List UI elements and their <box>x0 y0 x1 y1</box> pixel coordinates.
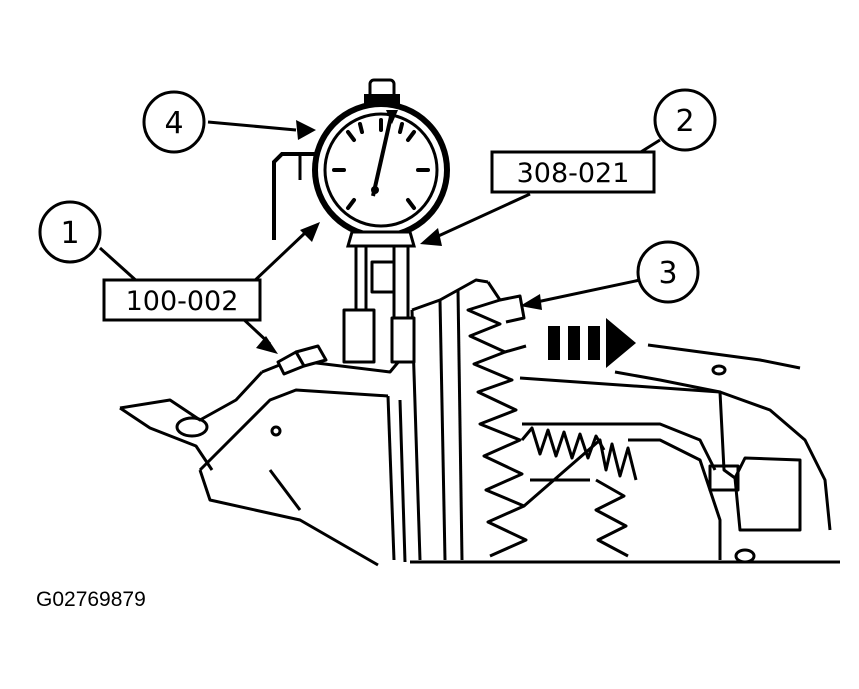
direction-arrow-icon <box>548 318 636 368</box>
svg-text:308-021: 308-021 <box>517 158 630 189</box>
ring-gear-icon <box>410 278 722 561</box>
differential-housing <box>119 343 840 567</box>
dial-indicator-icon <box>272 78 450 248</box>
callout-1: 1 <box>38 200 102 264</box>
callout-2: 2 <box>653 88 717 152</box>
figure-id: G02769879 <box>36 588 146 611</box>
svg-text:4: 4 <box>164 106 183 141</box>
svg-text:3: 3 <box>658 256 677 291</box>
tool-label-100-002: 100-002 <box>102 278 262 322</box>
leader-arrowheads <box>256 120 442 354</box>
callout-3-leader <box>520 278 641 310</box>
magnetic-base <box>276 244 416 376</box>
svg-text:100-002: 100-002 <box>126 286 239 317</box>
callout-4: 4 <box>142 90 206 154</box>
svg-text:2: 2 <box>675 104 694 139</box>
tool-label-308-021: 308-021 <box>490 150 656 194</box>
svg-text:1: 1 <box>60 216 79 251</box>
callout-3: 3 <box>636 240 700 304</box>
